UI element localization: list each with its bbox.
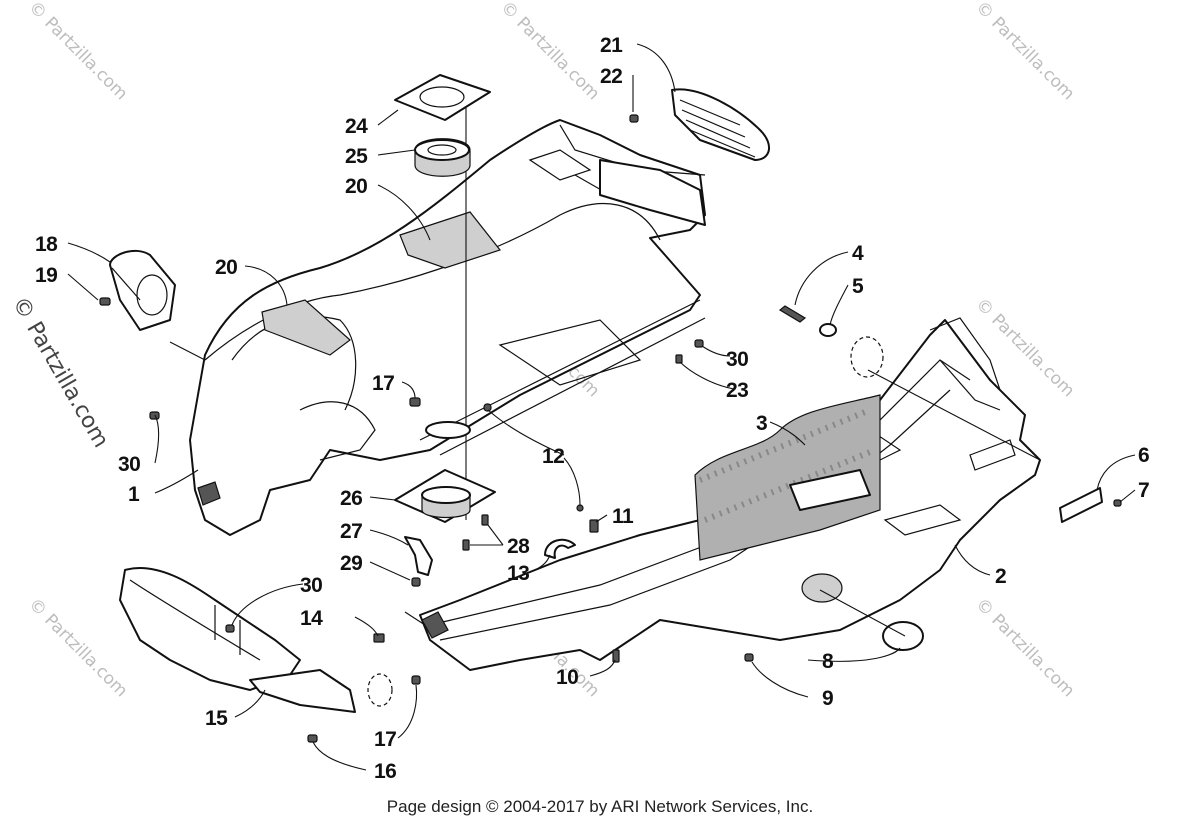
callout-23: 23 — [726, 379, 748, 402]
callout-12: 12 — [542, 445, 564, 468]
callout-4: 4 — [852, 242, 864, 265]
callout-7: 7 — [1138, 479, 1149, 502]
callout-13: 13 — [507, 562, 529, 585]
side-bracket — [599, 159, 706, 226]
grommet-part-25 — [414, 138, 471, 177]
callout-3: 3 — [756, 412, 767, 435]
callout-30: 30 — [726, 348, 748, 371]
callout-10: 10 — [556, 666, 578, 689]
callout-15: 15 — [205, 707, 228, 730]
callout-27: 27 — [340, 520, 362, 543]
callout-9: 9 — [822, 687, 833, 710]
callout-19: 19 — [35, 264, 57, 287]
watermark-side: © Partzilla.com — [7, 293, 114, 453]
callout-17: 17 — [374, 728, 396, 751]
callout-20: 20 — [345, 175, 367, 198]
watermark-tile: © Partzilla.com — [971, 594, 1078, 701]
bumper-washer — [367, 673, 393, 707]
watermark-tile: © Partzilla.com — [496, 0, 603, 104]
callout-28: 28 — [507, 535, 530, 558]
callout-25: 25 — [345, 145, 368, 168]
washer-part-5 — [778, 305, 884, 378]
clamp-part-13 — [544, 538, 576, 559]
callout-8: 8 — [822, 650, 834, 673]
belly-pan-part-1 — [189, 119, 706, 536]
callout-22: 22 — [600, 65, 622, 88]
watermark-tile: © Partzilla.com — [971, 0, 1078, 104]
callout-21: 21 — [600, 34, 623, 57]
fasteners — [99, 114, 1122, 743]
callout-24: 24 — [345, 115, 368, 138]
callout-11: 11 — [612, 505, 634, 528]
callout-5: 5 — [852, 275, 864, 298]
leader-lines — [67, 43, 1136, 771]
foam-part-3 — [694, 394, 881, 561]
callout-26: 26 — [340, 487, 362, 510]
callout-30: 30 — [300, 574, 322, 597]
lower-flange-part-26 — [394, 469, 496, 523]
callout-29: 29 — [340, 552, 362, 575]
page-footer: Page design © 2004-2017 by ARI Network S… — [386, 797, 814, 816]
callout-6: 6 — [1138, 444, 1149, 467]
bracket-part-27 — [404, 536, 433, 576]
duct-hole — [425, 421, 471, 439]
reflector-part-6 — [1059, 487, 1103, 523]
callout-1: 1 — [128, 483, 140, 506]
callout-30: 30 — [118, 453, 140, 476]
bumper-part-15 — [119, 567, 356, 713]
callout-2: 2 — [995, 565, 1006, 588]
watermark-tile: © Partzilla.com — [24, 0, 131, 104]
flange-plate-part-24 — [394, 74, 491, 121]
callout-20: 20 — [215, 256, 237, 279]
callout-17: 17 — [372, 372, 394, 395]
vent-grille-part-21 — [671, 88, 770, 161]
watermark-tile: © Partzilla.com — [24, 594, 131, 701]
callouts: 21 22 24 25 20 18 20 19 4 5 30 17 23 3 6… — [35, 34, 1150, 783]
boot-part-18 — [109, 249, 176, 331]
callout-16: 16 — [374, 760, 396, 783]
callout-14: 14 — [300, 607, 323, 630]
callout-18: 18 — [35, 233, 58, 256]
